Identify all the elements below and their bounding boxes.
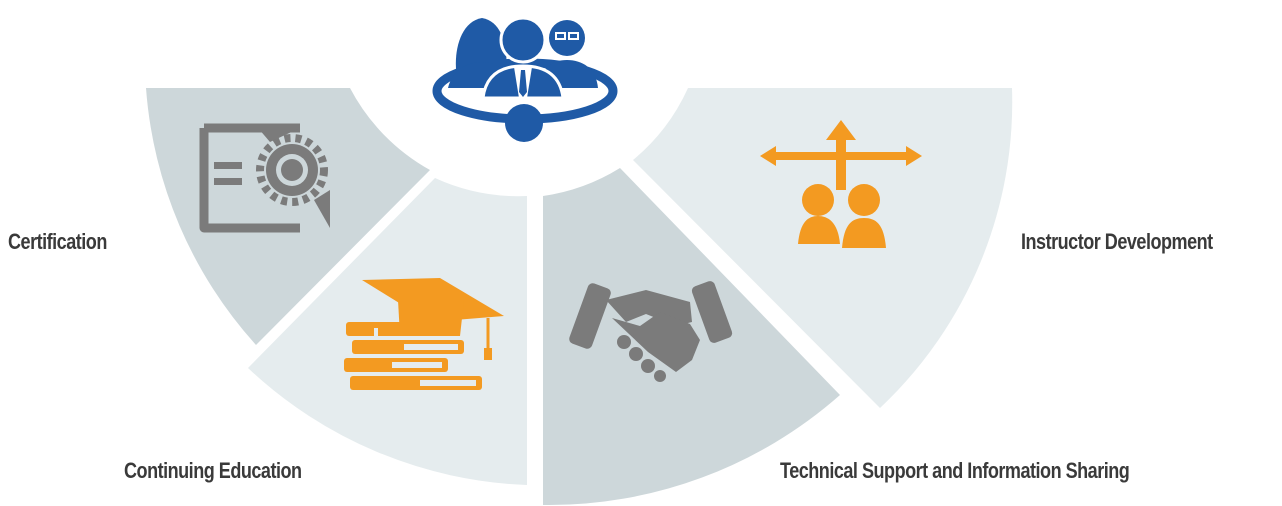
handshake-icon <box>569 281 733 382</box>
certificate-gear-icon <box>199 123 330 233</box>
label-continuing-education: Continuing Education <box>124 458 302 483</box>
books-graduation-cap-icon <box>344 278 504 390</box>
team-people-icon <box>432 16 618 142</box>
label-instructor-development: Instructor Development <box>1021 229 1213 254</box>
segment-certification <box>146 88 430 345</box>
people-direction-arrows-icon <box>760 120 922 248</box>
label-certification: Certification <box>8 229 107 254</box>
segment-instructor-development <box>633 88 1013 408</box>
label-technical-support: Technical Support and Information Sharin… <box>780 458 1130 483</box>
